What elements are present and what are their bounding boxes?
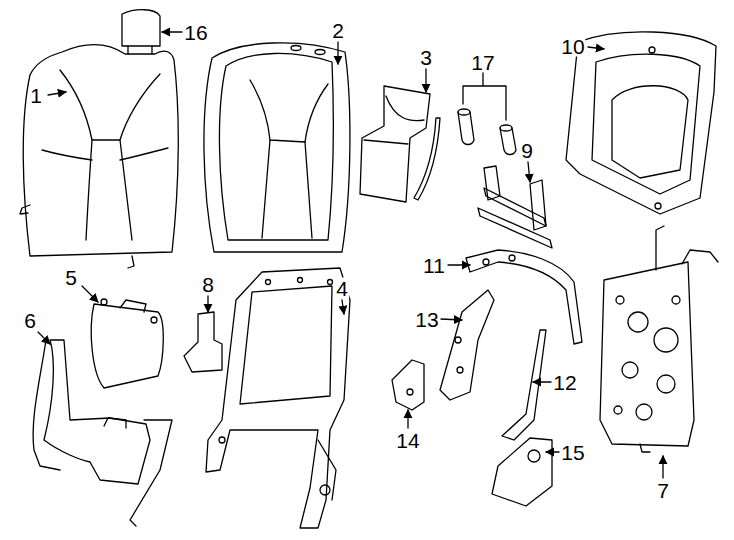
callout-number: 16 bbox=[183, 22, 208, 43]
callout-number: 4 bbox=[335, 278, 349, 299]
seat-back-pad bbox=[360, 86, 440, 202]
seat-back-frame bbox=[206, 268, 350, 528]
side-cap bbox=[392, 360, 424, 410]
callout-number: 17 bbox=[470, 52, 495, 73]
seat-back-assembly bbox=[20, 10, 178, 268]
callout-number: 9 bbox=[520, 140, 534, 161]
seat-back-bracket bbox=[478, 166, 552, 248]
latch-block bbox=[184, 312, 222, 372]
callout-number: 13 bbox=[414, 309, 439, 330]
upper-cross-bar bbox=[466, 250, 582, 344]
lumbar-module bbox=[91, 299, 163, 388]
callout-number: 12 bbox=[552, 372, 577, 393]
side-bracket bbox=[440, 290, 494, 400]
seat-back-cover bbox=[204, 43, 350, 252]
callout-number: 11 bbox=[422, 255, 446, 276]
callout-number: 7 bbox=[656, 480, 670, 501]
callout-number: 14 bbox=[395, 430, 420, 451]
lower-trim bbox=[492, 438, 552, 506]
callout-number: 3 bbox=[419, 47, 433, 68]
callout-number: 1 bbox=[29, 85, 43, 106]
headrest-guides bbox=[458, 72, 516, 155]
callout-number: 10 bbox=[560, 36, 585, 57]
side-rail bbox=[502, 330, 546, 440]
callout-number: 2 bbox=[331, 20, 345, 41]
leader-lines bbox=[38, 32, 663, 478]
callout-number: 8 bbox=[201, 274, 215, 295]
lumbar-plate bbox=[600, 226, 718, 452]
callout-number: 6 bbox=[23, 310, 37, 331]
callout-number: 5 bbox=[64, 267, 78, 288]
heater-mat bbox=[33, 340, 172, 526]
back-panel bbox=[566, 32, 716, 214]
callout-number: 15 bbox=[560, 442, 585, 463]
